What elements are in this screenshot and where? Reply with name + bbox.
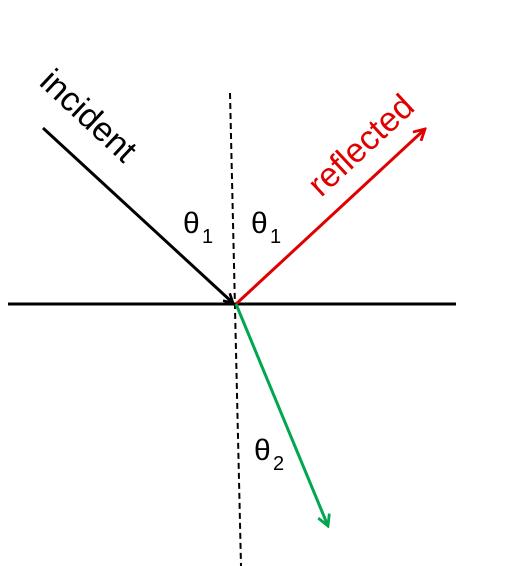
theta-subscript: 1 (202, 226, 213, 248)
incident-label: incident (33, 62, 145, 170)
refracted-ray (234, 303, 328, 526)
reflected-ray (234, 129, 425, 306)
theta2-label: θ 2 (254, 434, 284, 475)
theta1-left-label: θ 1 (183, 207, 213, 248)
theta-subscript: 1 (270, 226, 281, 248)
theta1-right-label: θ 1 (251, 207, 281, 248)
theta-symbol: θ (251, 207, 268, 240)
theta-symbol: θ (254, 434, 271, 467)
theta-subscript: 2 (273, 453, 284, 475)
normal-dashed-line (229, 92, 242, 566)
theta-symbol: θ (183, 207, 200, 240)
incident-ray (41, 126, 233, 303)
